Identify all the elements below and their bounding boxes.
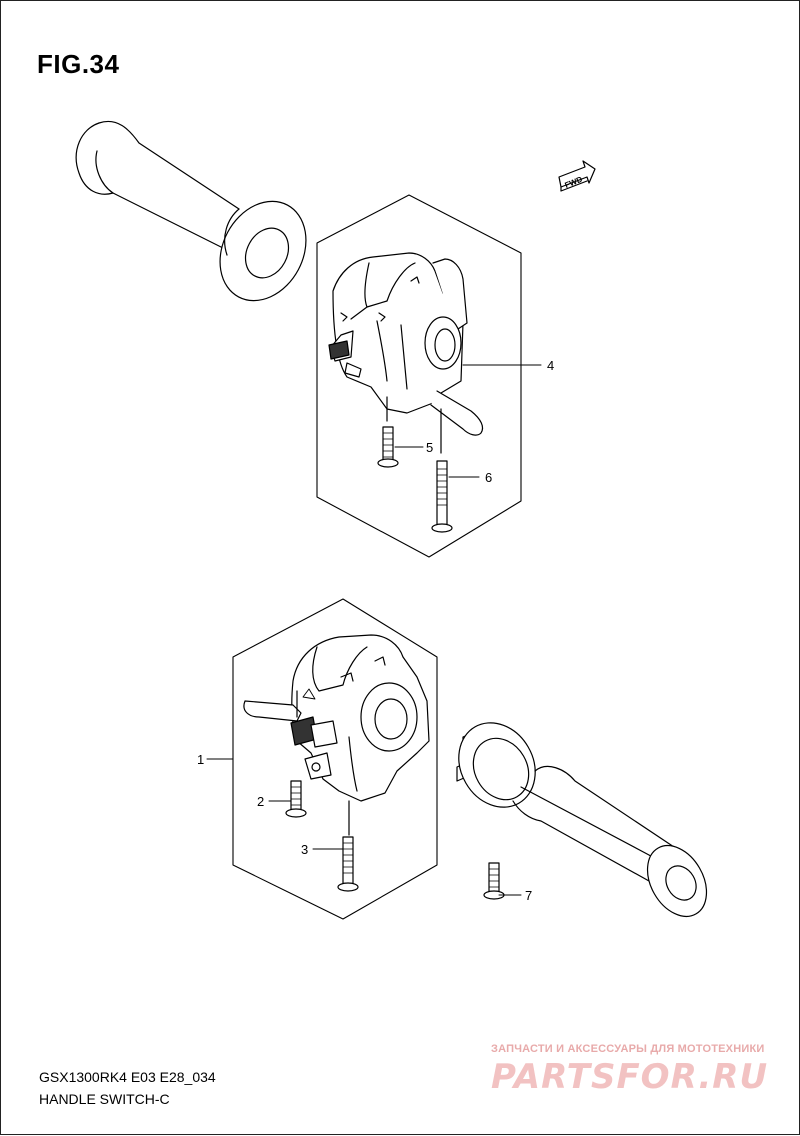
left-switch-housing <box>243 634 430 802</box>
right-switch-housing <box>328 252 484 436</box>
callout-2: 2 <box>257 794 265 809</box>
screw-3 <box>337 836 359 892</box>
callout-4: 4 <box>547 358 555 373</box>
watermark-logo: PARTSFOR.RU <box>491 1057 769 1097</box>
callout-7: 7 <box>525 888 533 903</box>
watermark-tagline: ЗАПЧАСТИ И АКСЕССУАРЫ ДЛЯ МОТОТЕХНИКИ <box>491 1043 765 1055</box>
frame-item-1 <box>232 598 438 920</box>
throttle-grip <box>456 722 708 917</box>
screw-6 <box>431 460 453 533</box>
screw-7 <box>483 862 505 900</box>
callout-6: 6 <box>485 470 493 485</box>
left-grip <box>75 120 307 302</box>
screw-5 <box>377 426 399 468</box>
footer-diagram-title: HANDLE SWITCH-C <box>39 1091 170 1107</box>
fwd-arrow-icon <box>558 160 596 192</box>
screw-2 <box>285 780 307 818</box>
callout-1: 1 <box>197 752 205 767</box>
callout-5: 5 <box>426 440 434 455</box>
frame-item-4 <box>316 194 522 558</box>
footer-model-code: GSX1300RK4 E03 E28_034 <box>39 1069 216 1085</box>
callout-3: 3 <box>301 842 309 857</box>
figure-title: FIG.34 <box>37 49 120 79</box>
